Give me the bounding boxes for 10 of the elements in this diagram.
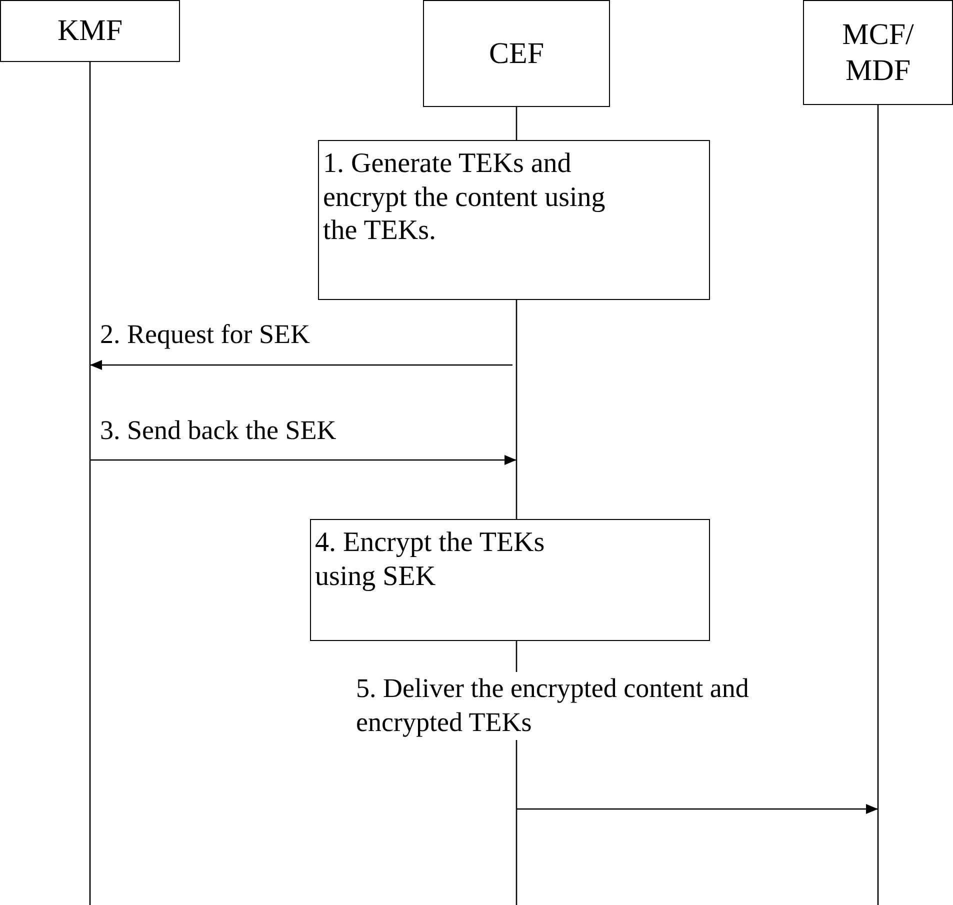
message-arrow [90,360,512,370]
actor-name: KMF [57,13,123,49]
message-arrow [516,804,878,814]
step-text: 1. Generate TEKs and encrypt the content using the TEKs. [323,147,606,248]
actor-name: MCF/ MDF [841,16,915,88]
message-arrow [90,455,516,465]
process-box [310,519,710,641]
step-text: 4. Encrypt the TEKs using SEK [315,526,546,594]
actor-name: CEF [488,36,544,72]
process-box [318,140,710,300]
